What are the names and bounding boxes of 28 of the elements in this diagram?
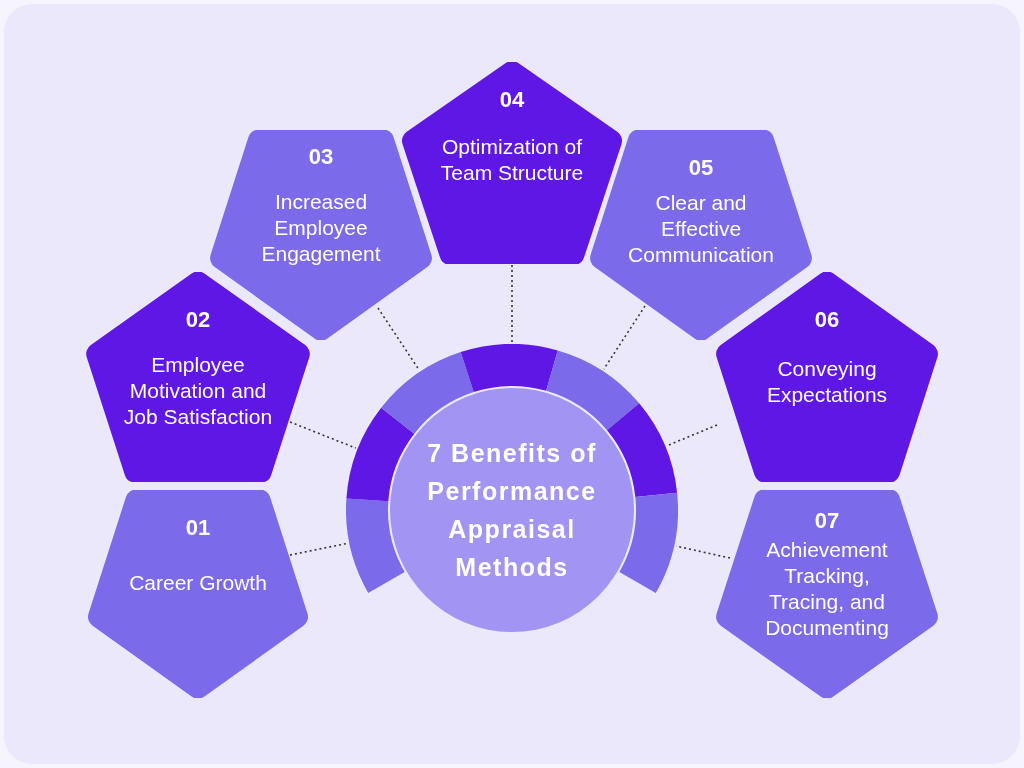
pentagon-card	[716, 272, 938, 482]
dotted-connector	[289, 421, 357, 449]
benefit-text: Employee Motivation and Job Satisfaction	[123, 352, 273, 430]
step-number: 07	[814, 507, 840, 535]
pentagon-card	[210, 130, 432, 340]
center-title: 7 Benefits of Performance Appraisal Methods	[426, 438, 598, 583]
step-number: 03	[308, 143, 334, 171]
step-number: 04	[499, 86, 525, 114]
dotted-connector	[511, 264, 513, 343]
dotted-connector	[289, 542, 349, 556]
pentagon-card	[402, 62, 622, 264]
step-number: 06	[814, 306, 840, 334]
benefit-text: Increased Employee Engagement	[260, 189, 382, 267]
pentagon-card	[86, 272, 310, 482]
pentagon-card	[88, 490, 308, 698]
benefit-text: Achievement Tracking, Tracing, and Documenting	[764, 537, 890, 641]
dotted-connector	[602, 305, 646, 371]
dotted-connector	[377, 307, 420, 371]
benefit-text: Optimization of Team Structure	[439, 134, 585, 186]
benefit-text: Career Growth	[128, 570, 268, 596]
dotted-connector	[666, 424, 718, 447]
step-number: 02	[185, 306, 211, 334]
benefit-text: Conveying Expectations	[765, 356, 889, 408]
pentagon-card	[716, 490, 938, 698]
step-number: 05	[688, 154, 714, 182]
pentagon-card	[590, 130, 812, 340]
benefit-text: Clear and Effective Communication	[627, 190, 775, 268]
step-number: 01	[185, 514, 211, 542]
